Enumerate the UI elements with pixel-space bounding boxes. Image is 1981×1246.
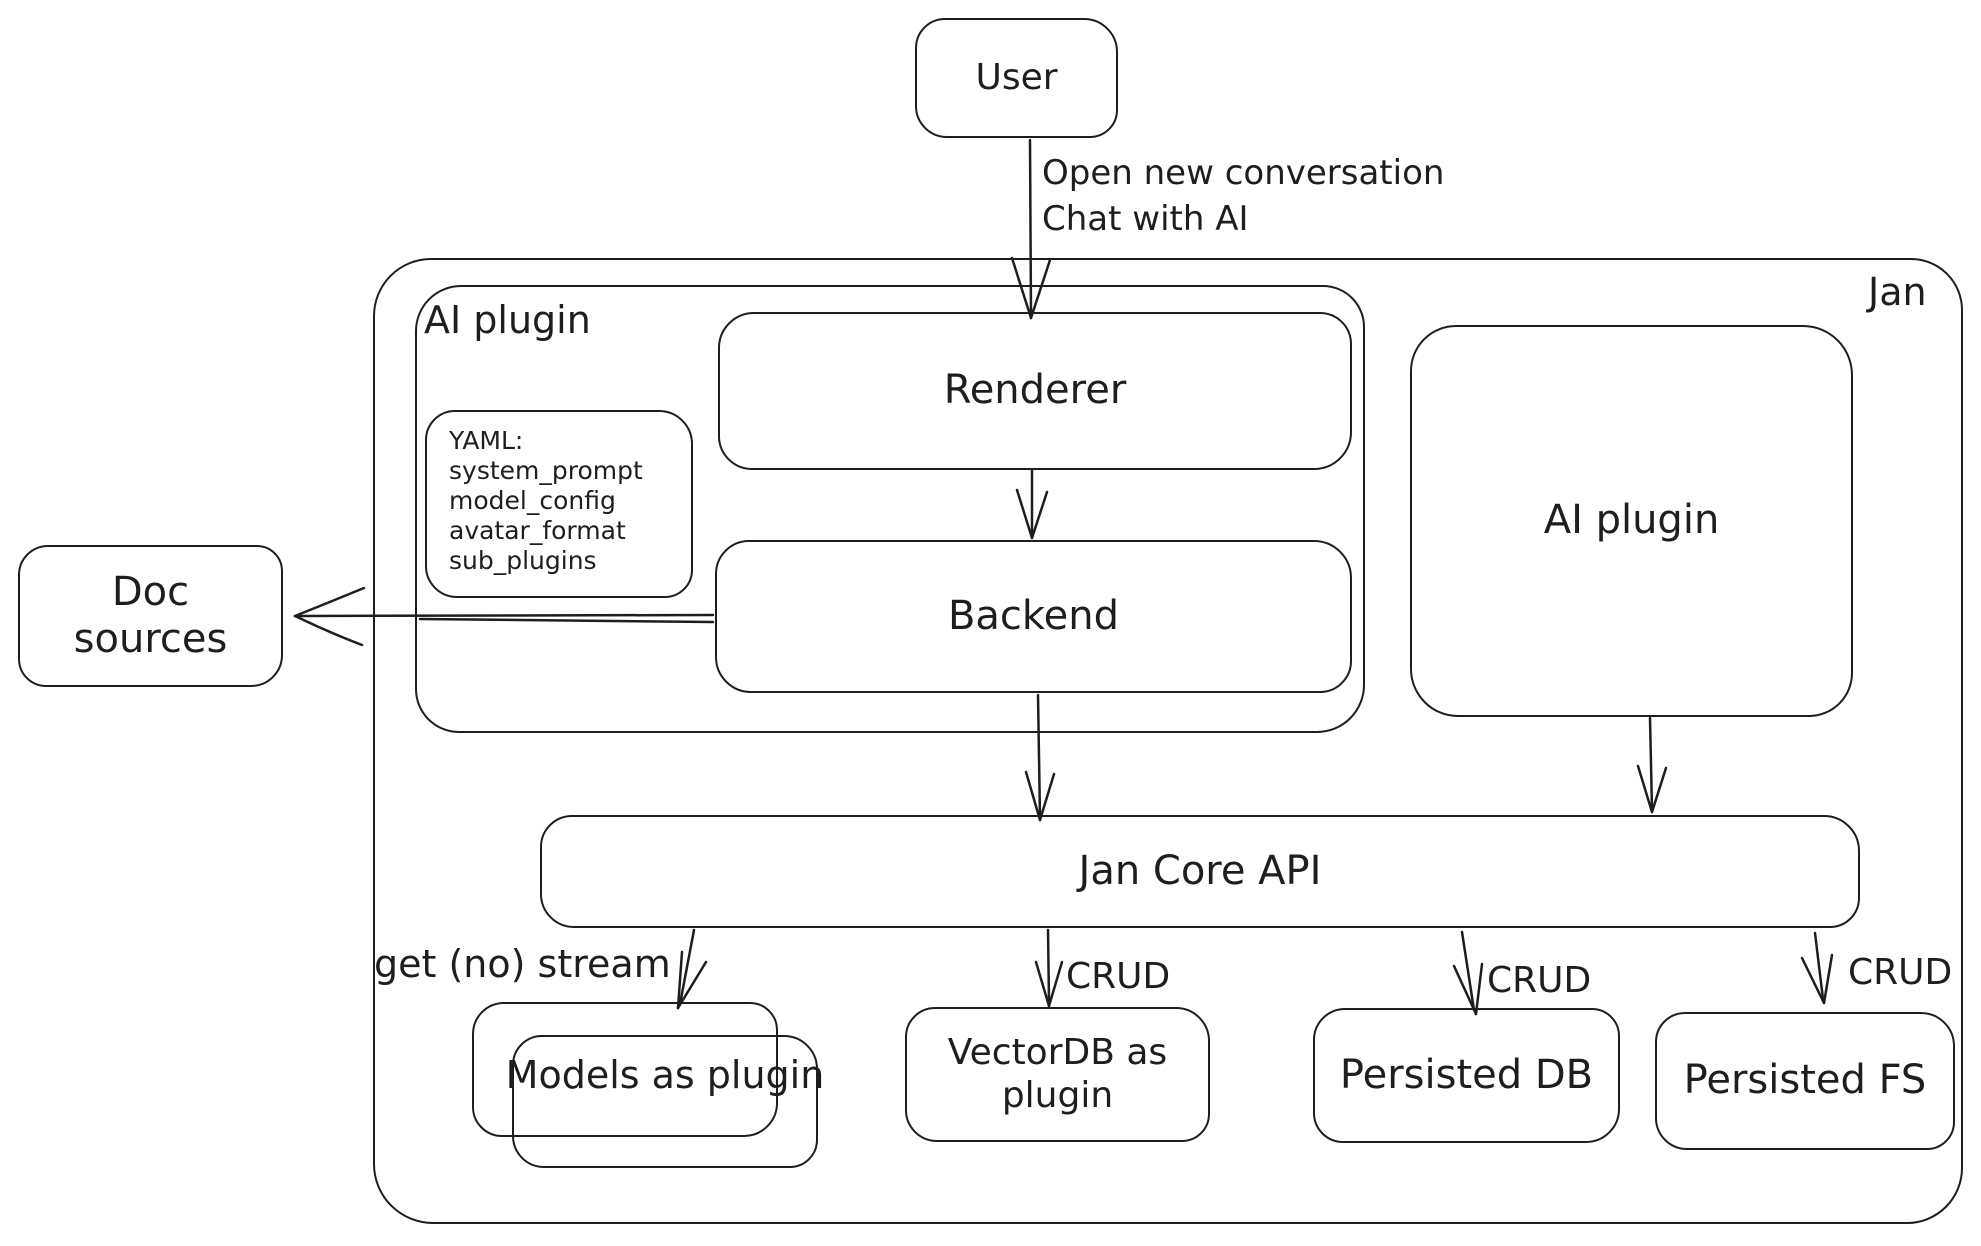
ai-plugin-right-label: AI plugin xyxy=(1543,497,1720,544)
user-edge-label-line2: Chat with AI xyxy=(1042,199,1249,239)
persisted-db-node: Persisted DB xyxy=(1313,1008,1620,1143)
user-edge-label-line1: Open new conversation xyxy=(1042,153,1445,193)
renderer-node: Renderer xyxy=(718,312,1352,470)
yaml-line: system_prompt xyxy=(449,456,643,485)
get-no-stream-label: get (no) stream xyxy=(374,942,671,986)
persisted-fs-node: Persisted FS xyxy=(1655,1012,1955,1150)
jan-core-api-node: Jan Core API xyxy=(540,815,1860,928)
jan-core-api-label: Jan Core API xyxy=(1078,847,1322,894)
vectordb-as-plugin-node: VectorDB as plugin xyxy=(905,1007,1210,1142)
ai-plugin-left-label: AI plugin xyxy=(424,298,591,342)
persisted-db-label: Persisted DB xyxy=(1339,1051,1594,1098)
ai-plugin-left-container xyxy=(415,285,1365,733)
user-node-label: User xyxy=(975,56,1058,98)
yaml-note: YAML: system_prompt model_config avatar_… xyxy=(425,410,693,598)
crud-label-vectordb: CRUD xyxy=(1066,956,1171,997)
vectordb-as-plugin-label: VectorDB as plugin xyxy=(947,1032,1168,1116)
yaml-line: avatar_format xyxy=(449,516,626,545)
models-as-plugin-node-front xyxy=(512,1035,818,1168)
models-as-plugin-label: Models as plugin xyxy=(505,1053,825,1097)
user-edge-label: Open new conversation Chat with AI xyxy=(1042,150,1444,242)
ai-plugin-right-node: AI plugin xyxy=(1410,325,1853,717)
backend-node-label: Backend xyxy=(947,592,1120,639)
models-as-plugin-node-back xyxy=(472,1002,778,1137)
renderer-node-label: Renderer xyxy=(943,367,1127,414)
backend-node: Backend xyxy=(715,540,1352,693)
jan-container-label: Jan xyxy=(1868,270,1927,314)
doc-sources-node-label: Doc sources xyxy=(73,568,228,662)
doc-sources-node: Doc sources xyxy=(18,545,283,687)
crud-label-persisted-db: CRUD xyxy=(1487,960,1592,1001)
crud-label-persisted-fs: CRUD xyxy=(1848,952,1953,993)
yaml-line: sub_plugins xyxy=(449,546,597,575)
jan-container xyxy=(373,258,1963,1224)
persisted-fs-label: Persisted FS xyxy=(1683,1057,1927,1104)
yaml-line: model_config xyxy=(449,486,616,515)
yaml-line: YAML: xyxy=(449,426,524,455)
user-node: User xyxy=(915,18,1118,138)
